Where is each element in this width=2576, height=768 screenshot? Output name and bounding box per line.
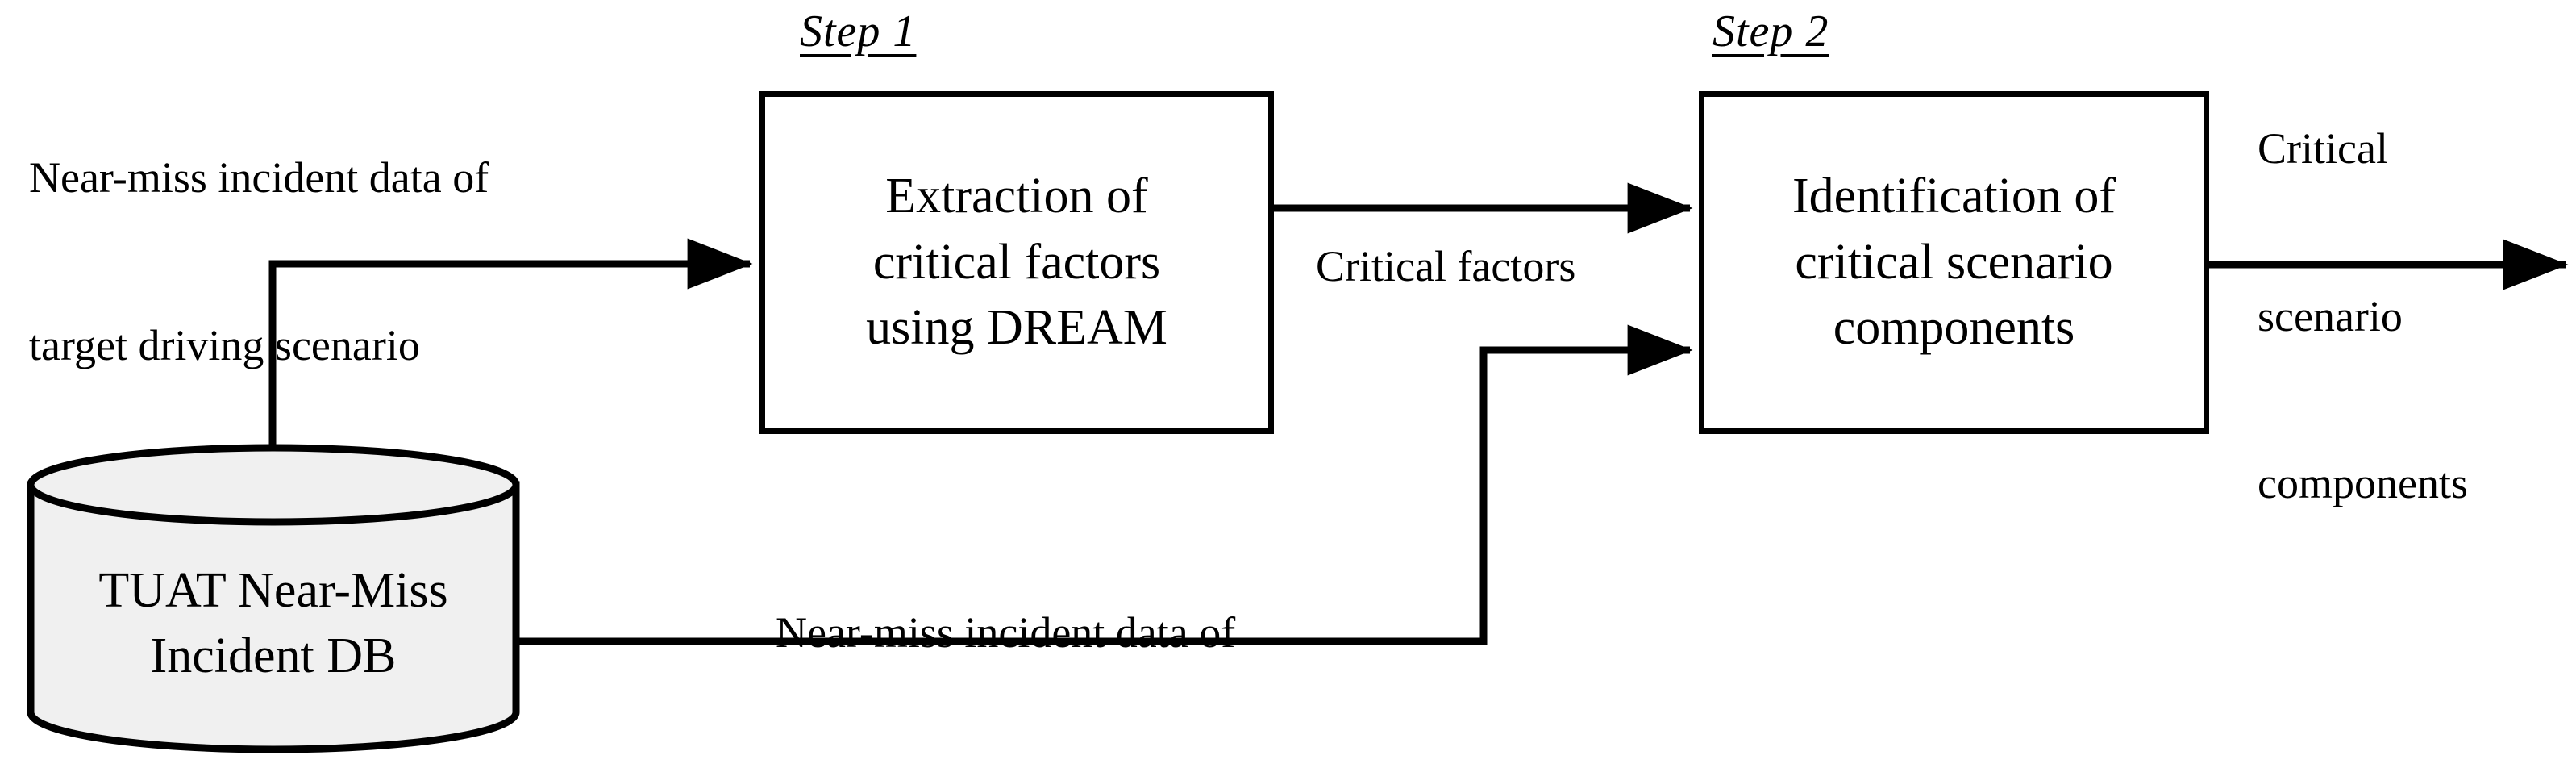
step-2-line-1: Identification of [1792, 168, 2116, 223]
connector-db-to-step1 [268, 238, 753, 453]
edge-label-output-right-line-2: scenario [2258, 291, 2403, 340]
step-1-line-2: critical factors [872, 234, 1161, 290]
step-2-label: Step 2 [1712, 6, 1829, 56]
edge-label-output-right-line-1: Critical [2258, 124, 2388, 173]
edge-label-input-bottom-line-1: Near-miss incident data of [776, 608, 1236, 657]
datastore-cylinder-shape [27, 444, 520, 753]
step-1-box-text: Extraction of critical factors using DRE… [866, 164, 1167, 361]
step-1-line-3: using DREAM [866, 300, 1167, 356]
edge-label-output-right-line-3: components [2258, 458, 2468, 507]
step-1-box[interactable]: Extraction of critical factors using DRE… [759, 91, 1274, 434]
step-1-label: Step 1 [800, 6, 917, 56]
connector-db-to-step2 [510, 324, 1693, 645]
edge-label-input-top-line-2: target driving scenario [29, 320, 420, 369]
datastore-tuat-db[interactable]: TUAT Near-Miss Incident DB [31, 450, 516, 749]
edge-label-input-top-line-1: Near-miss incident data of [29, 153, 489, 202]
edge-label-output-right: Critical scenario components [2258, 10, 2468, 623]
edge-label-input-top: Near-miss incident data of target drivin… [29, 39, 489, 485]
datastore-line-2: Incident DB [150, 628, 397, 683]
edge-label-critical-factors: Critical factors [1316, 127, 1575, 407]
edge-label-input-bottom: Near-miss incident data of target drivin… [776, 494, 1235, 768]
step-2-box-text: Identification of critical scenario comp… [1792, 164, 2116, 361]
edge-label-critical-factors-line-1: Critical factors [1316, 242, 1576, 291]
datastore-label: TUAT Near-Miss Incident DB [31, 511, 516, 688]
step-2-line-2: critical scenario [1795, 234, 2113, 290]
step-1-line-1: Extraction of [885, 168, 1148, 223]
step-2-line-3: components [1833, 300, 2075, 356]
datastore-line-1: TUAT Near-Miss [98, 562, 448, 618]
step-2-box[interactable]: Identification of critical scenario comp… [1699, 91, 2209, 434]
